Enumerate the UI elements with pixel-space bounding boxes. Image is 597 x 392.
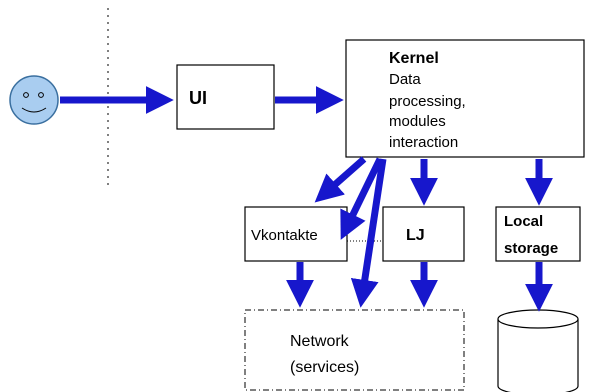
database-cylinder-icon <box>497 309 579 392</box>
kernel-node: Kernel Data processing, modules interact… <box>345 39 585 158</box>
network-label-line-1: Network <box>290 333 350 350</box>
kernel-desc-line-1: Data <box>389 71 421 88</box>
ui-label: UI <box>189 88 207 108</box>
kernel-desc-line-3: modules <box>389 113 446 130</box>
lj-label: LJ <box>406 227 425 244</box>
arrows <box>60 86 553 312</box>
smiley-face-icon <box>9 75 59 125</box>
network-node: Network (services) <box>244 309 465 391</box>
local-storage-node: Local storage <box>495 206 581 262</box>
arrow-kernel-to-vkontakte-1 <box>314 156 367 203</box>
kernel-desc-line-4: interaction <box>389 134 458 151</box>
network-label-line-2: (services) <box>290 359 359 376</box>
arrow-kernel-to-network <box>350 158 387 308</box>
vkontakte-node: Vkontakte <box>244 206 348 262</box>
ui-node: UI <box>176 64 275 130</box>
arrow-kernel-to-vkontakte-2 <box>340 157 384 240</box>
lj-node: LJ <box>382 206 465 262</box>
kernel-desc-line-2: processing, <box>389 93 466 110</box>
vkontakte-label: Vkontakte <box>251 227 318 244</box>
kernel-title: Kernel <box>389 50 439 67</box>
local-storage-label-line-1: Local <box>504 213 543 230</box>
local-storage-label-line-2: storage <box>504 240 558 257</box>
